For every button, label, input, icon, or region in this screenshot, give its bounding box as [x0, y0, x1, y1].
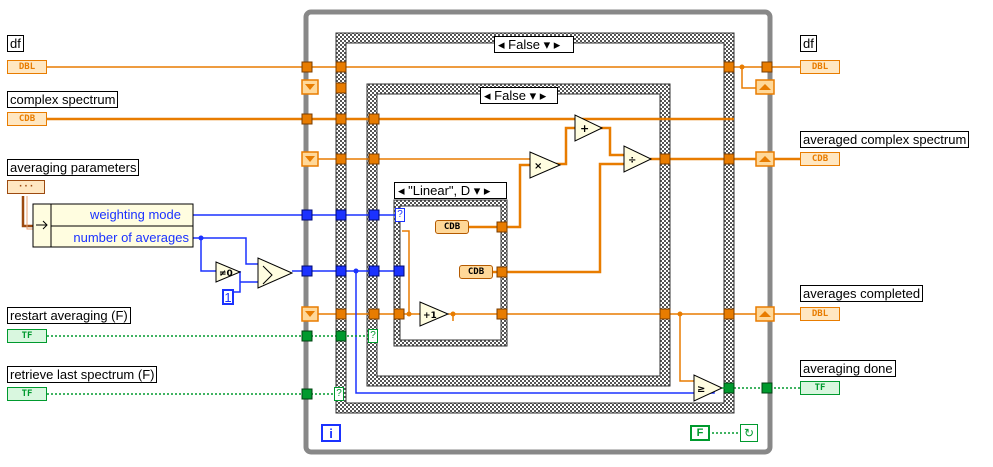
averaging-done-terminal[interactable]: TF	[800, 381, 840, 395]
complex-spectrum-label: complex spectrum	[7, 91, 119, 108]
retrieve-last-spectrum-label: retrieve last spectrum (F)	[7, 366, 158, 383]
averaging-parameters-terminal[interactable]: ···	[7, 180, 45, 194]
inner-case-boolean-selector[interactable]: ?	[368, 329, 378, 343]
svg-text:+1: +1	[423, 311, 437, 321]
selector-right-arrow-icon[interactable]: ▸	[553, 37, 561, 52]
df-indicator-label: df	[800, 35, 817, 52]
inner-case-selector[interactable]: ◂ False ▾ ▸	[480, 87, 558, 104]
restart-averaging-terminal[interactable]: TF	[7, 329, 47, 343]
shift-registers[interactable]	[301, 79, 775, 322]
selector-right-arrow-icon[interactable]: ▸	[483, 183, 491, 198]
unbundle-weighting-mode: weighting mode	[89, 207, 181, 222]
tunnels	[301, 61, 773, 400]
add-node[interactable]: +	[574, 114, 604, 142]
false-constant[interactable]: F	[690, 425, 710, 441]
divide-node[interactable]: ÷	[623, 145, 653, 173]
loop-condition-icon[interactable]: ↻	[740, 424, 758, 442]
df-control-label: df	[7, 35, 24, 52]
select-node[interactable]	[257, 257, 294, 289]
svg-text:+: +	[580, 122, 589, 135]
selector-left-arrow-icon[interactable]: ◂	[484, 88, 491, 103]
svg-text:≠0: ≠0	[219, 269, 233, 279]
svg-text:÷: ÷	[628, 155, 636, 166]
selector-left-arrow-icon[interactable]: ◂	[398, 183, 405, 198]
averages-completed-terminal[interactable]: DBL	[800, 307, 840, 321]
retrieve-last-spectrum-terminal[interactable]: TF	[7, 387, 47, 401]
junction-dots	[198, 235, 359, 274]
while-loop-frame[interactable]	[303, 9, 773, 455]
df-control-terminal[interactable]: DBL	[7, 60, 47, 74]
constant-one[interactable]: 1	[222, 289, 234, 305]
averaged-complex-spectrum-terminal[interactable]: CDB	[800, 152, 840, 166]
outer-case-boolean-selector[interactable]: ?	[334, 387, 344, 401]
cluster-wire	[21, 196, 33, 230]
not-equal-zero-node[interactable]: ≠0	[215, 261, 242, 283]
selector-dropdown-icon[interactable]: ▾	[473, 183, 481, 198]
selector-left-arrow-icon[interactable]: ◂	[498, 37, 505, 52]
selector-dropdown-icon[interactable]: ▾	[543, 37, 551, 52]
restart-averaging-label: restart averaging (F)	[7, 307, 131, 324]
linear-case-selector[interactable]: ◂ "Linear", D ▾ ▸	[394, 182, 507, 199]
df-indicator-terminal[interactable]: DBL	[800, 60, 840, 74]
greater-equal-node[interactable]: ≥	[693, 374, 724, 402]
complex-spectrum-terminal[interactable]: CDB	[7, 112, 47, 126]
unbundle-number-of-averages: number of averages	[73, 230, 189, 245]
averaging-done-label: averaging done	[800, 360, 896, 377]
svg-text:×: ×	[534, 161, 542, 172]
averaging-parameters-label: averaging parameters	[7, 159, 140, 176]
averaged-complex-spectrum-label: averaged complex spectrum	[800, 131, 970, 148]
outer-case-selector[interactable]: ◂ False ▾ ▸	[494, 36, 574, 53]
iteration-terminal: i	[321, 424, 341, 442]
averages-completed-label: averages completed	[800, 285, 924, 302]
selector-dropdown-icon[interactable]: ▾	[529, 88, 537, 103]
selector-right-arrow-icon[interactable]: ▸	[539, 88, 547, 103]
multiply-node[interactable]: ×	[529, 151, 562, 179]
case-selector-terminal[interactable]: ?	[395, 208, 405, 222]
cdb-constant-2[interactable]: CDB	[459, 265, 493, 279]
cdb-constant-1[interactable]: CDB	[435, 220, 469, 234]
svg-text:≥: ≥	[697, 384, 705, 395]
increment-node[interactable]: +1	[419, 301, 450, 327]
